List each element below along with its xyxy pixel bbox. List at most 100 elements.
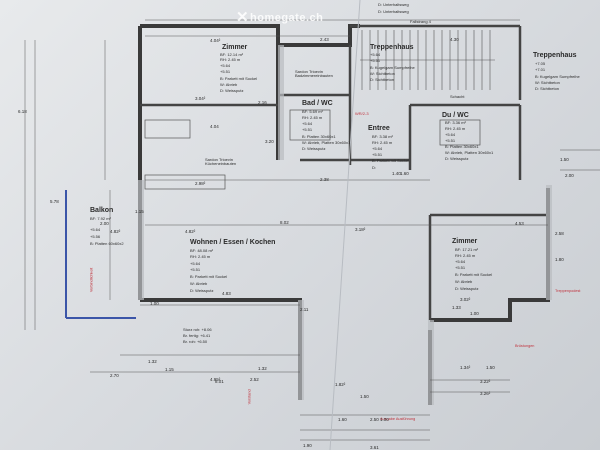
dimension-label: 1.50 xyxy=(560,157,569,162)
note-label: WR/2-3 xyxy=(355,111,369,116)
room-name: Treppenhaus xyxy=(533,52,577,59)
room-floor: B: Kugelgarn Sumpfreihe xyxy=(535,74,580,79)
room-floor: B: Platten 30x60x1 xyxy=(302,134,336,139)
room-wall: W: Abrieb, Platten 30x60x1 xyxy=(445,150,494,155)
red-note: Verbindlichkeit xyxy=(89,267,94,293)
dimension-label: 2.43 xyxy=(320,37,329,42)
room-height: RH: 2.45 m xyxy=(220,57,241,62)
room-wall: W: Abrieb, Platten 30x60x1 xyxy=(302,140,351,145)
room-level: +5.51 xyxy=(445,138,456,143)
room-level: +5.51 xyxy=(190,267,201,272)
room-ceiling: D: xyxy=(372,165,376,170)
dimension-label: 6.18 xyxy=(18,109,27,114)
dimension-label: 1.00 xyxy=(150,301,159,306)
dimension-label: 1.33 xyxy=(452,305,461,310)
dimension-lines xyxy=(24,19,600,441)
room-floor: B: Parkett mit Sockel xyxy=(220,76,258,81)
room-name: Du / WC xyxy=(442,112,469,119)
note-label: Schacht xyxy=(450,94,465,99)
red-note: Vorstand xyxy=(247,389,252,405)
room-ceiling: D: Weissputz xyxy=(445,156,469,161)
room-level: +5.64 xyxy=(90,227,101,232)
dimension-label: 4.04² xyxy=(210,38,221,43)
room-area: BF: 48.08 m² xyxy=(190,248,214,253)
room-level: +5.64 xyxy=(372,146,383,151)
red-note: Brüstungen xyxy=(515,344,535,348)
room-wall: W: Sichtbeton xyxy=(370,71,395,76)
room-area: BF: 7.92 m² xyxy=(90,216,111,221)
height-note: Sturz roh: +8.06 xyxy=(183,327,212,332)
room-level: +5.64 xyxy=(445,132,456,137)
dimension-label: 2.70 xyxy=(110,373,119,378)
room-wall: W: Abrieb xyxy=(455,279,473,284)
room-ceiling: D: Weissputz xyxy=(455,286,479,291)
dimension-label: 3.04² xyxy=(195,96,206,101)
dimension-label: 8.02 xyxy=(280,220,289,225)
dimension-label: 2.38 xyxy=(320,177,329,182)
dimension-label: 2.98² xyxy=(195,181,206,186)
room-ceiling: D: Sichtbeton xyxy=(535,86,560,91)
room-name: Entree xyxy=(368,125,390,132)
room-area: BF: 12.14 m² xyxy=(220,52,244,57)
room-level: +5.64 xyxy=(220,63,231,68)
room-floor: B: Kugelgarn Sumpfreihe xyxy=(370,65,415,70)
dimension-label: 3.20 xyxy=(265,139,274,144)
dimension-label: 1.32 xyxy=(258,366,267,371)
room-ceiling: D: Sichtbeton xyxy=(370,77,395,82)
dimension-label: 8.01 xyxy=(215,379,224,384)
room-level: +5.51 xyxy=(372,152,383,157)
room-name: Wohnen / Essen / Kochen xyxy=(190,239,276,246)
stairs xyxy=(360,30,495,90)
dimension-label: 2.00 xyxy=(100,221,109,226)
dimension-label: 1.32 xyxy=(148,359,157,364)
dimension-label: 4.83 xyxy=(222,291,231,296)
dimension-label: 1.90 xyxy=(303,443,312,448)
room-level: +5.64 xyxy=(370,52,381,57)
dimension-label: 4.82² xyxy=(185,229,196,234)
note-label: Sardon Trioevin Badzimmereinbauten xyxy=(295,69,333,78)
room-height: RH: 2.45 m xyxy=(455,253,476,258)
dimension-label: 1.15 xyxy=(165,367,174,372)
room-name: Zimmer xyxy=(222,44,248,51)
room-ceiling: D: Weissputz xyxy=(190,288,214,293)
height-note: Br. roh: +6.50 xyxy=(183,339,208,344)
dimension-label: 1.82² xyxy=(335,382,346,387)
room-wall: W: Sichtbeton xyxy=(535,80,560,85)
room-height: RH: 2.45 m xyxy=(190,254,211,259)
note-label: D: Unterhaltsweg xyxy=(378,9,409,14)
note-label: Fallstrang 4 xyxy=(410,19,431,24)
dimension-label: 1.15 xyxy=(135,209,144,214)
room-height: RH: 2.45 m xyxy=(445,126,466,131)
room-level: +5.64 xyxy=(455,259,466,264)
inner-walls xyxy=(140,24,548,320)
dimension-label: 1.60 xyxy=(338,417,347,422)
room-level: +5.64 xyxy=(190,261,201,266)
room-floor: B: Platten 30x60x1 xyxy=(445,144,479,149)
dimension-label: 2.58 xyxy=(555,231,564,236)
room-floor: B: Parkett mit Sockel xyxy=(372,158,410,163)
watermark: homegate.ch xyxy=(250,12,324,24)
room-wall: W: Abrieb xyxy=(190,281,208,286)
height-note: Br. fertig: +6.41 xyxy=(183,333,211,338)
dimension-label: 2.16 xyxy=(258,100,267,105)
dimension-label: 1.00 xyxy=(380,417,389,422)
dimension-label: 4.30 xyxy=(450,37,459,42)
note-label: D: Unterhaltsweg xyxy=(378,2,409,7)
room-level: +5.51 xyxy=(302,127,313,132)
dimension-label: 4.95² xyxy=(210,377,221,382)
dimension-label: 5.78 xyxy=(50,199,59,204)
room-wall: W: Abrieb xyxy=(220,82,238,87)
room-name: Bad / WC xyxy=(302,100,333,107)
room-level: +5.51 xyxy=(455,265,466,270)
dimension-label: 1.40 xyxy=(392,171,401,176)
dimension-label: 4.82² xyxy=(110,229,121,234)
dimension-label: 2.11 xyxy=(300,307,309,312)
room-name: Treppenhaus xyxy=(370,44,414,51)
red-note: Treppenpodest xyxy=(555,289,581,293)
room-area: BF: 17.21 m² xyxy=(455,247,479,252)
room-name: Zimmer xyxy=(452,238,478,245)
room-ceiling: D: Weissputz xyxy=(302,146,326,151)
dimension-label: 4.04 xyxy=(210,124,219,129)
room-ceiling: D: Weissputz xyxy=(220,88,244,93)
